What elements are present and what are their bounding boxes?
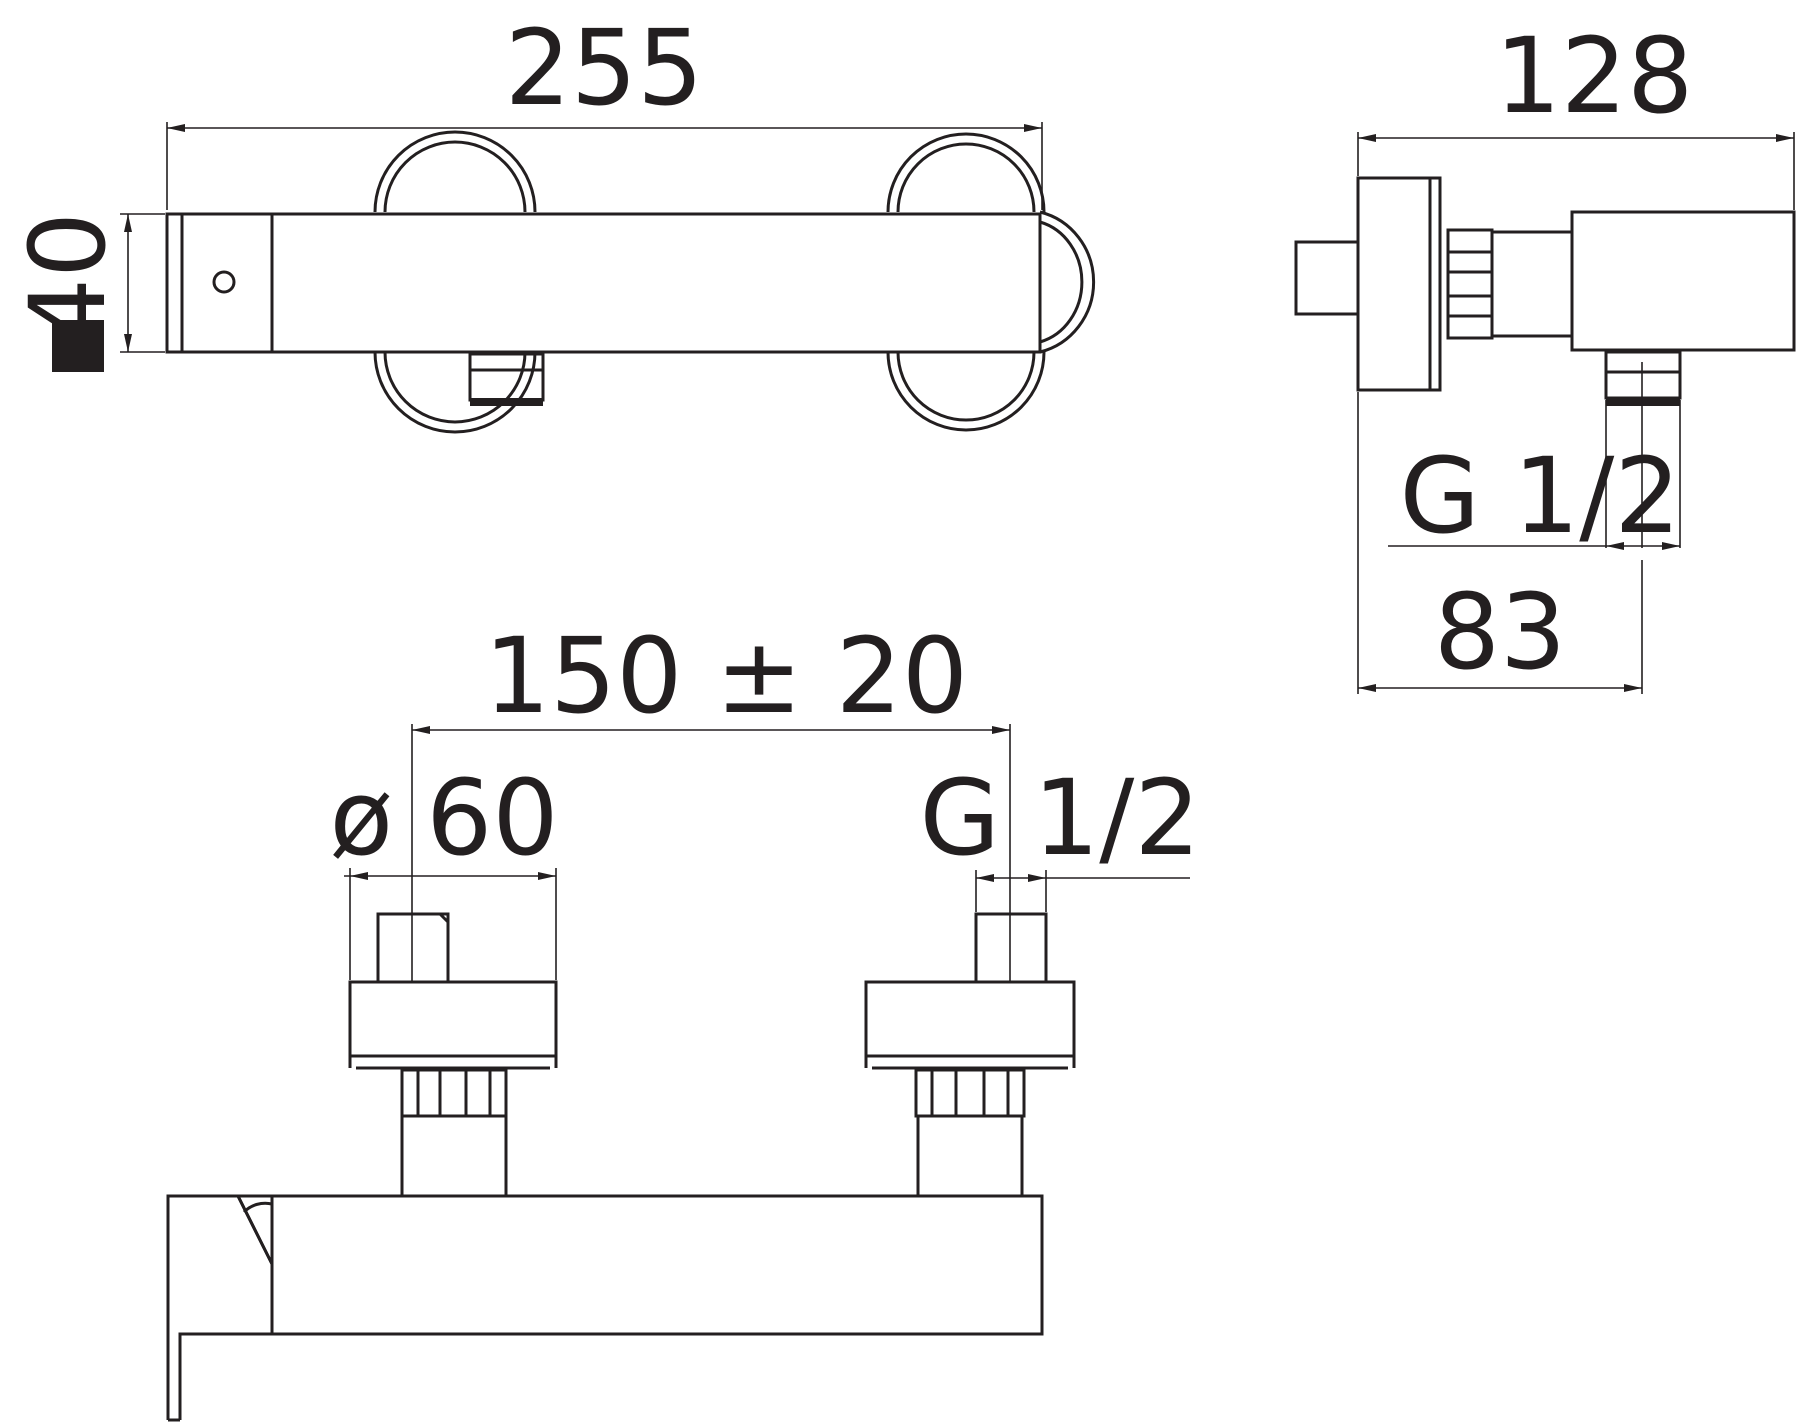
front-knob	[1294, 240, 1360, 316]
connector-pipe	[1490, 230, 1574, 338]
width-label: 255	[505, 7, 704, 129]
mixer-body-top	[165, 212, 1042, 354]
dimension-128	[1357, 132, 1795, 210]
square-symbol	[52, 320, 104, 372]
dimension-diameter	[344, 868, 557, 980]
top-view: 255 40	[7, 7, 1096, 434]
bottom-outlet-side	[1604, 350, 1682, 406]
mixer-body-front	[270, 1194, 1044, 1336]
dimension-40	[120, 213, 165, 353]
indicator-dot	[212, 270, 236, 294]
dimension-thread-side	[1388, 362, 1681, 550]
thread-label-side: G 1/2	[1399, 435, 1680, 557]
dimension-150	[411, 724, 1011, 982]
left-inlet	[348, 912, 558, 1198]
lever-handle	[166, 1194, 274, 1422]
front-view: 150 ± 20 ø 60 G 1/2	[166, 615, 1201, 1422]
diameter-label: ø 60	[329, 757, 558, 879]
bottom-outlet	[468, 352, 545, 406]
right-inlet	[864, 912, 1076, 1198]
dimension-255	[166, 122, 1043, 210]
spacing-label: 150 ± 20	[484, 615, 968, 737]
mixer-body-side	[1570, 210, 1796, 352]
depth-label: 128	[1495, 15, 1694, 137]
side-view: 128 G 1/2 83	[1294, 15, 1796, 694]
dimension-83	[1357, 392, 1643, 694]
connector-nut	[1446, 228, 1494, 340]
thread-label-front: G 1/2	[919, 757, 1200, 879]
right-wall-flange	[886, 132, 1096, 432]
offset-label: 83	[1434, 571, 1566, 693]
dimension-thread-front	[975, 870, 1190, 912]
left-wall-flange	[373, 130, 537, 434]
wall-flange-side	[1356, 176, 1442, 392]
